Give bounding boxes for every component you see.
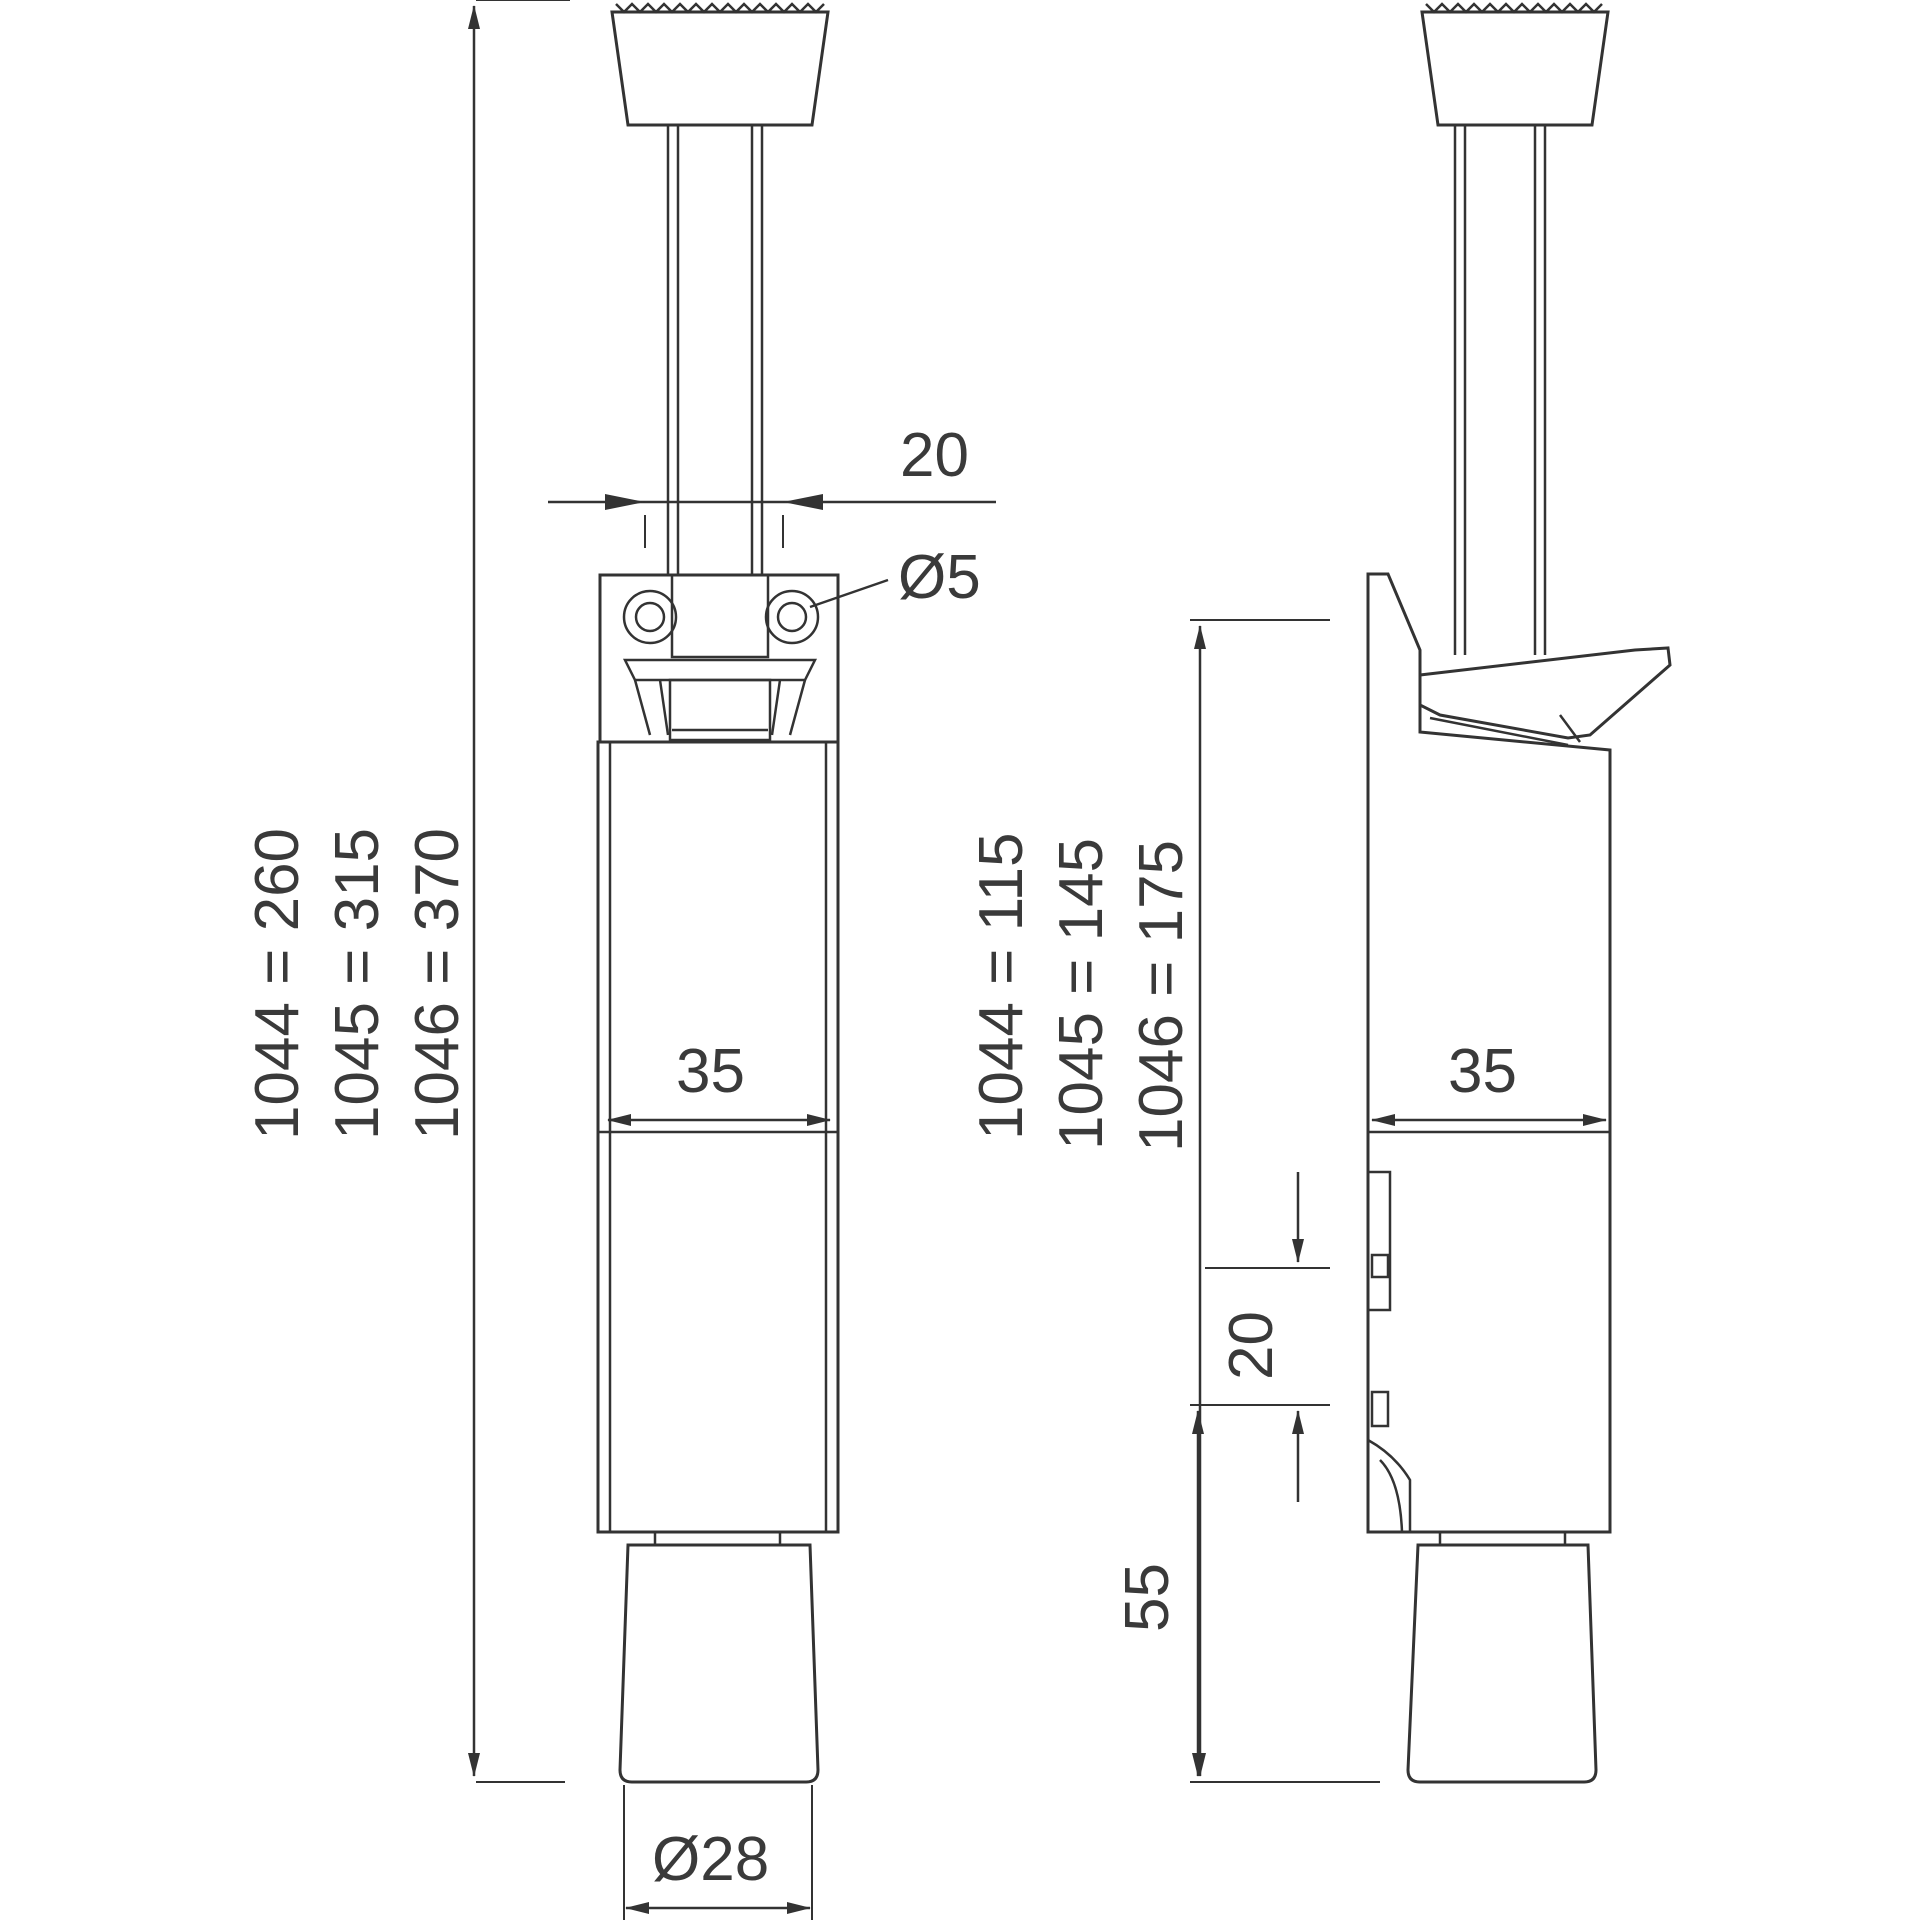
front-foot-diameter-label: Ø28 bbox=[652, 1825, 769, 1894]
side-body-width-label: 35 bbox=[1448, 1037, 1517, 1106]
side-bottom-foot bbox=[1406, 1532, 1598, 1784]
front-hole-diameter-callout: Ø5 bbox=[809, 543, 981, 612]
front-body-width-dimension: 35 bbox=[607, 1037, 831, 1126]
front-plunger-rods bbox=[666, 125, 764, 575]
front-body-width-label: 35 bbox=[676, 1037, 745, 1106]
side-body bbox=[1366, 572, 1612, 1534]
front-mounting-plate bbox=[598, 573, 840, 744]
front-length-1044: 1044 = 260 bbox=[243, 828, 312, 1140]
front-top-cap bbox=[610, 2, 830, 127]
front-length-1046: 1046 = 370 bbox=[403, 828, 472, 1140]
front-foot-diameter-dimension: Ø28 bbox=[623, 1785, 813, 1920]
side-foot-height-label: 55 bbox=[1113, 1563, 1182, 1632]
side-length-1045: 1045 = 145 bbox=[1047, 838, 1116, 1150]
front-body bbox=[596, 740, 840, 1534]
front-rod-spacing-label: 20 bbox=[900, 421, 969, 490]
side-release-pedal bbox=[1418, 646, 1672, 747]
side-length-1046: 1046 = 175 bbox=[1127, 840, 1196, 1152]
front-overall-length-dimension: 1044 = 260 1045 = 315 1046 = 370 bbox=[243, 0, 570, 1783]
front-hole-diameter-label: Ø5 bbox=[898, 543, 981, 612]
side-body-length-dimension: 1044 = 115 1045 = 145 1046 = 175 bbox=[967, 619, 1380, 1783]
side-length-1044: 1044 = 115 bbox=[967, 833, 1036, 1140]
side-body-width-dimension: 35 bbox=[1371, 1037, 1607, 1126]
front-view: 1044 = 260 1045 = 315 1046 = 370 20 Ø5 3… bbox=[243, 0, 996, 1920]
front-bottom-foot bbox=[618, 1532, 820, 1784]
side-plunger-rods bbox=[1453, 125, 1547, 655]
side-notch-spacing-dimension: 20 bbox=[1205, 1172, 1330, 1502]
side-foot-height-dimension: 55 bbox=[1113, 1404, 1205, 1777]
side-view: 1044 = 115 1045 = 145 1046 = 175 20 55 3… bbox=[967, 2, 1672, 1784]
front-rod-spacing-dimension: 20 bbox=[548, 421, 996, 548]
side-top-cap bbox=[1420, 2, 1610, 127]
front-length-1045: 1045 = 315 bbox=[323, 828, 392, 1140]
side-notch-spacing-label: 20 bbox=[1217, 1311, 1286, 1380]
